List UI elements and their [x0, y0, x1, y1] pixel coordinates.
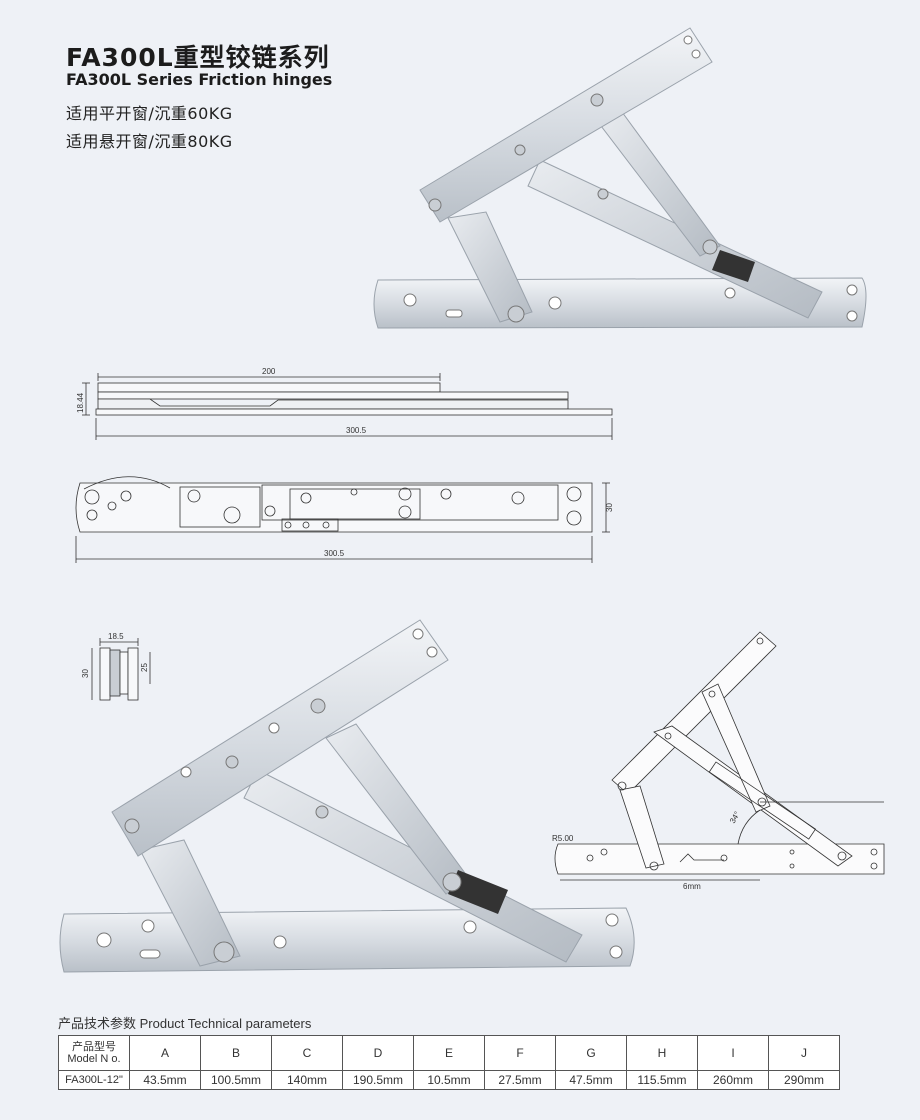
value-cell: 260mm: [697, 1070, 769, 1090]
side-dim-200: 200: [262, 367, 276, 376]
table-header-row: 产品型号 Model N o. A B C D E F G H I J: [58, 1035, 840, 1071]
spec-line-top-hung: 适用悬开窗/沉重80KG: [66, 132, 233, 151]
section-view-drawing: [91, 638, 151, 701]
section-dim-inner: 25: [140, 663, 149, 672]
section-dim-height: 30: [81, 669, 90, 678]
value-cell: 27.5mm: [484, 1070, 556, 1090]
value-cell: 115.5mm: [626, 1070, 698, 1090]
table-row: FA300L-12" 43.5mm 100.5mm 140mm 190.5mm …: [58, 1070, 840, 1090]
model-header: 产品型号 Model N o.: [58, 1035, 130, 1071]
value-cell: 100.5mm: [200, 1070, 272, 1090]
column-header: E: [413, 1035, 485, 1071]
side-view-drawing: [82, 373, 613, 440]
column-header: H: [626, 1035, 698, 1071]
hinge-photo-large: [59, 619, 635, 973]
column-header: D: [342, 1035, 414, 1071]
value-cell: 47.5mm: [555, 1070, 627, 1090]
column-header: B: [200, 1035, 272, 1071]
value-cell: 140mm: [271, 1070, 343, 1090]
model-header-cn: 产品型号: [72, 1041, 116, 1053]
value-cell: 43.5mm: [129, 1070, 201, 1090]
column-header: I: [697, 1035, 769, 1071]
section-dim-width: 18.5: [108, 632, 124, 641]
value-cell: 290mm: [768, 1070, 840, 1090]
open-angle-label: 34°: [728, 810, 742, 825]
column-header: A: [129, 1035, 201, 1071]
side-dim-length: 300.5: [346, 426, 367, 435]
side-dim-height: 18.44: [76, 392, 85, 413]
value-cell: 190.5mm: [342, 1070, 414, 1090]
title-cn: FA300L重型铰链系列: [66, 43, 330, 72]
open-offset-label: 6mm: [683, 882, 701, 891]
column-header: F: [484, 1035, 556, 1071]
value-cell: 10.5mm: [413, 1070, 485, 1090]
table-caption: 产品技术参数 Product Technical parameters: [58, 1016, 312, 1031]
open-view-drawing: [554, 631, 885, 881]
parameter-table: 产品型号 Model N o. A B C D E F G H I J FA30…: [58, 1035, 840, 1090]
column-header: G: [555, 1035, 627, 1071]
title-en: FA300L Series Friction hinges: [66, 70, 333, 89]
open-radius-label: R5.00: [552, 834, 574, 843]
top-dim-width: 30: [605, 503, 614, 512]
column-header: C: [271, 1035, 343, 1071]
column-header: J: [768, 1035, 840, 1071]
top-view-drawing: [75, 476, 610, 563]
top-dim-length: 300.5: [324, 549, 345, 558]
model-header-en: Model N o.: [67, 1053, 121, 1065]
spec-line-casement: 适用平开窗/沉重60KG: [66, 104, 233, 123]
model-cell: FA300L-12": [58, 1070, 130, 1090]
hinge-photo-top: [373, 27, 867, 329]
